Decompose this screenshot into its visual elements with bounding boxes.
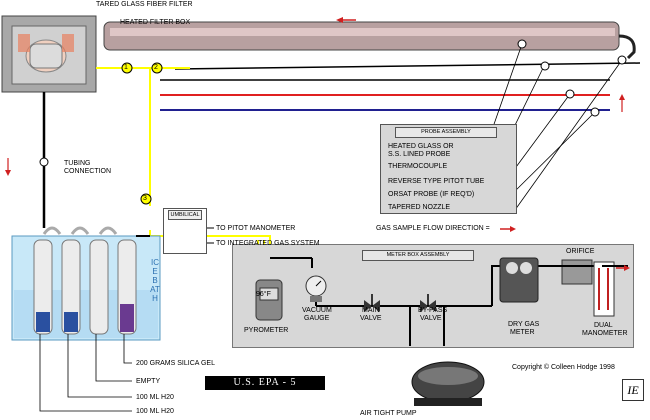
label-heated-filter-box: HEATED FILTER BOX [120, 19, 191, 26]
impinger-1 [33, 226, 62, 335]
flow-direction-arrowhead [510, 226, 516, 232]
marker-1-text: 1 [124, 64, 128, 71]
tubing-connection-marker [39, 157, 49, 167]
label-water-1: 100 ML H20 [136, 394, 174, 401]
probe-marker-2 [540, 61, 550, 71]
impinger-2 [61, 226, 90, 335]
orifice-assembly [550, 259, 602, 285]
vacuum-gauge [305, 275, 327, 302]
marker-3-text: 3 [143, 195, 147, 202]
probe-leader-4 [509, 111, 596, 197]
yellow-marker-1 [121, 62, 133, 74]
leader-empty [95, 334, 132, 382]
yellow-to-meter [149, 230, 271, 250]
probe-item-5: ORSAT PROBE (IF REQ'D) [388, 191, 475, 198]
probe-item-6: TAPERED NOZZLE [388, 204, 451, 211]
label-empty: EMPTY [136, 378, 161, 385]
probe-item-2: S.S. LINED PROBE [388, 151, 451, 158]
label-pyrometer: PYROMETER [244, 327, 289, 334]
probe-marker-1 [517, 39, 527, 49]
dual-manometer [593, 261, 615, 317]
probe-gooseneck [618, 34, 636, 60]
meter-box-components [255, 257, 630, 346]
probe-marker-4 [590, 107, 600, 117]
black-line-1 [174, 62, 641, 70]
label-vacuum: VACUUM [302, 307, 332, 314]
probe-marker-3 [565, 89, 575, 99]
impinger-4 [117, 239, 137, 335]
probe-item-4: REVERSE TYPE PITOT TUBE [388, 178, 485, 185]
label-meter: METER [510, 329, 535, 336]
label-connection: CONNECTION [64, 168, 112, 175]
bypass-valve [420, 294, 436, 312]
label-orifice: ORIFICE [566, 248, 595, 255]
filter-heater-right [62, 34, 74, 52]
probe-assembly-box [380, 124, 517, 214]
label-dual: DUAL [594, 322, 613, 329]
impinger-3 [89, 226, 118, 335]
label-pyrometer-reading: 96°F [256, 291, 271, 298]
label-main-valve: VALVE [360, 315, 382, 322]
yellow-marker-2 [151, 62, 163, 74]
label-silica-gel: 200 GRAMS SILICA GEL [136, 360, 215, 367]
label-dry-gas: DRY GAS [508, 321, 540, 328]
ie-logo: IE [622, 379, 644, 401]
label-tared-filter: TARED GLASS FIBER FILTER [96, 1, 193, 8]
down-flow-arrowhead [5, 170, 11, 176]
probe-item-3: THERMOCOUPLE [388, 163, 448, 170]
label-main: MAIN [362, 307, 380, 314]
label-tubing: TUBING [64, 160, 91, 167]
probe-highlight [110, 28, 615, 36]
label-umbilical: UMBILICAL [168, 210, 202, 220]
leader-silica [123, 334, 132, 364]
label-to-pitot: TO PITOT MANOMETER [216, 225, 296, 232]
marker-2-text: 2 [154, 64, 158, 71]
label-bypass: BY-PASS [418, 307, 448, 314]
label-water-2: 100 ML H20 [136, 408, 174, 415]
filter-heater [18, 34, 30, 52]
dry-gas-meter [499, 257, 539, 303]
label-meter-box: METER BOX ASSEMBLY [362, 250, 474, 261]
leader-water-1 [67, 334, 132, 398]
probe-leader-5 [514, 59, 623, 211]
filter-holder [29, 43, 63, 69]
main-valve [364, 294, 380, 312]
label-to-gas-system: TO INTEGRATED GAS SYSTEM [216, 240, 320, 247]
probe-marker-5 [617, 55, 627, 65]
pyrometer [255, 279, 283, 321]
label-copyright: Copyright © Colleen Hodge 1998 [512, 364, 615, 371]
probe-item-1: HEATED GLASS OR [388, 143, 454, 150]
label-manometer: MANOMETER [582, 330, 628, 337]
upflow-arrowhead [619, 94, 625, 100]
label-pump: AIR TIGHT PUMP [360, 410, 417, 417]
air-tight-pump [411, 361, 485, 406]
epa-banner: U.S. EPA - 5 [205, 376, 325, 390]
leader-water-2 [39, 334, 132, 412]
yellow-marker-3 [140, 193, 152, 205]
label-flow-direction: GAS SAMPLE FLOW DIRECTION = [376, 225, 490, 232]
probe-flow-arrowhead [336, 17, 343, 23]
label-gauge: GAUGE [304, 315, 330, 322]
label-ice-bath: ICE BATH [150, 258, 160, 303]
label-probe-assembly: PROBE ASSEMBLY [395, 127, 497, 138]
label-bypass-valve: VALVE [420, 315, 442, 322]
